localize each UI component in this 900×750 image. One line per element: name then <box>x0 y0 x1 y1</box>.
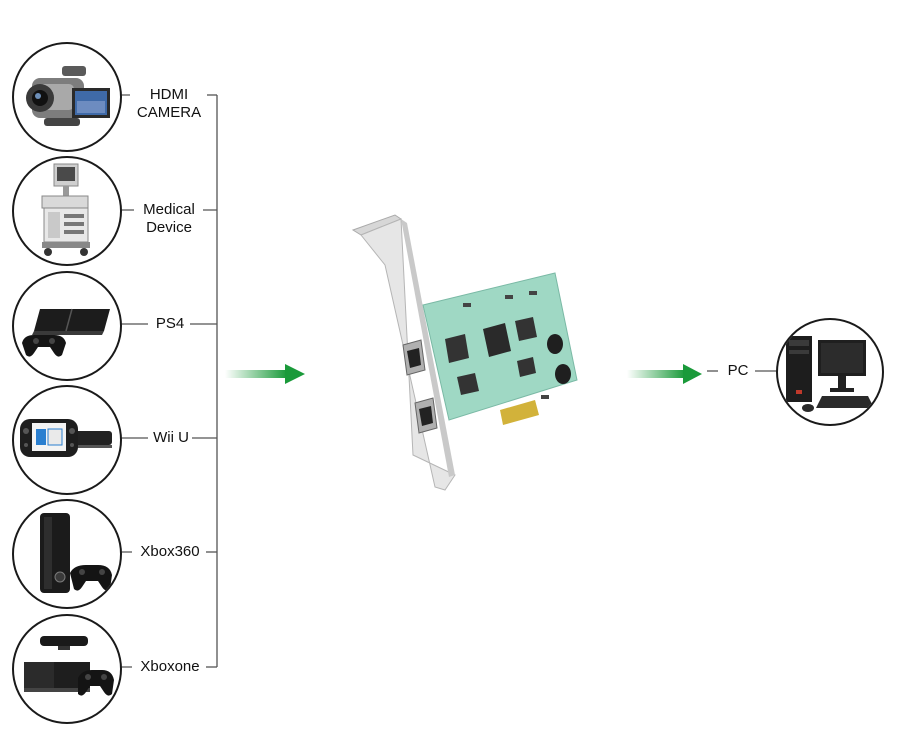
bus-ticks <box>188 94 217 668</box>
device-ticks <box>109 94 148 668</box>
pc-circle <box>776 318 884 426</box>
ps4-circle <box>12 271 122 381</box>
source-label-xbox360: Xbox360 <box>134 543 206 561</box>
xbox-one-circle <box>12 614 122 724</box>
xbox360-circle <box>12 499 122 609</box>
source-label-wii-u: Wii U <box>150 429 192 447</box>
source-label-medical-device: Medical Device <box>135 201 203 237</box>
arrow-to-pc <box>627 364 702 384</box>
pcie-capture-card-icon <box>351 214 578 491</box>
camcorder-icon <box>26 66 110 126</box>
target-label-pc: PC <box>722 362 754 380</box>
wii-u-circle <box>12 385 122 495</box>
ps4-console-icon <box>22 308 110 357</box>
ultrasound-machine-icon <box>41 163 90 256</box>
xbox-one-console-icon <box>24 636 114 696</box>
source-label-hdmi-camera: HDMI CAMERA <box>131 86 207 122</box>
medical-device-circle <box>12 156 122 266</box>
camcorder-circle <box>12 42 122 152</box>
arrow-to-card <box>225 364 305 384</box>
source-label-xboxone: Xboxone <box>134 658 206 676</box>
xbox360-console-icon <box>40 513 112 593</box>
desktop-pc-icon <box>786 336 874 412</box>
source-label-ps4: PS4 <box>150 315 190 333</box>
wii-u-console-icon <box>20 419 112 457</box>
